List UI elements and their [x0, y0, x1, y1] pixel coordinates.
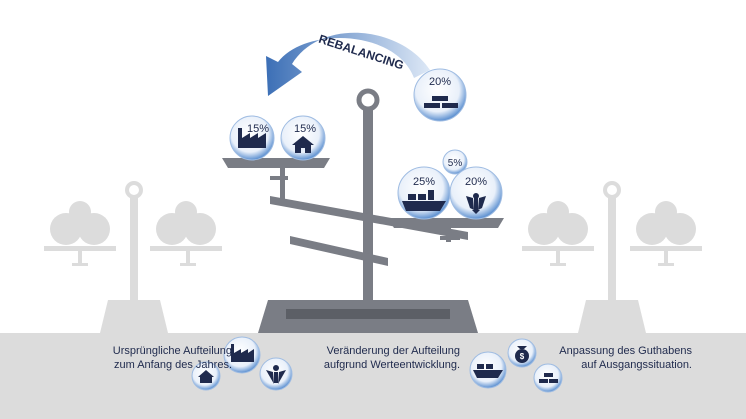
caption-bubble-gold: [533, 363, 563, 393]
right-pan: [388, 218, 504, 228]
svg-text:$: $: [520, 352, 525, 361]
caption-left-line1: Ursprüngliche Aufteilung: [112, 345, 232, 357]
bubble-gold-value: 20%: [429, 76, 451, 88]
rebalancing-arrow: REBALANCING: [266, 32, 430, 96]
scale-pillar: [363, 108, 373, 308]
ground-band: [0, 333, 746, 419]
federal-eagle-icon: [266, 365, 286, 384]
bubble-ship: 25%: [397, 166, 451, 220]
money-bag-icon: $: [515, 346, 529, 363]
ghost-scale-left: [44, 181, 222, 336]
gold-bars-icon: [424, 96, 458, 108]
bubble-eagle-value: 20%: [465, 176, 487, 188]
federal-eagle-icon: [466, 193, 486, 214]
caption-middle-line1: Veränderung der Aufteilung: [326, 345, 460, 357]
caption-right-line2: auf Ausgangssituation.: [581, 359, 692, 371]
cargo-ship-icon: [402, 190, 446, 211]
caption-bubble-house: [191, 361, 221, 391]
caption-bubble-eagle: [259, 357, 293, 391]
bubble-small: 5%: [442, 149, 468, 175]
left-pan: [222, 158, 330, 168]
caption-rebalancing-adjustment: Anpassung des Guthabens auf Ausgangssitu…: [512, 344, 692, 372]
scale-ring: [356, 88, 380, 112]
ghost-scale-right: [522, 181, 702, 336]
bubble-eagle: 20%: [449, 166, 503, 220]
scale-base-slot: [286, 309, 450, 319]
caption-bubble-money: $: [507, 338, 537, 368]
caption-bubble-factory: [223, 336, 261, 374]
house-icon: [292, 136, 314, 153]
bubble-ship-value: 25%: [413, 176, 435, 188]
house-icon: [198, 370, 214, 383]
bubble-small-value: 5%: [448, 158, 463, 169]
main-scale: [222, 88, 504, 333]
scale-beam: [270, 196, 468, 240]
caption-allocation-change: Veränderung der Aufteilung aufgrund Wert…: [290, 344, 460, 372]
factory-icon: [238, 128, 266, 148]
gold-bars-icon: [539, 373, 558, 383]
bubble-factory: 15%: [229, 115, 275, 161]
caption-left-line2: zum Anfang des Jahres.: [113, 359, 232, 371]
bubble-factory-value: 15%: [247, 123, 269, 135]
caption-bubble-ship: [469, 351, 507, 389]
right-hanger: [446, 222, 451, 242]
cargo-ship-icon: [473, 364, 503, 378]
left-hanger: [280, 166, 285, 202]
caption-right-line1: Anpassung des Guthabens: [559, 345, 692, 357]
caption-middle-line2: aufgrund Werteentwicklung.: [323, 359, 460, 371]
caption-original-allocation: Ursprüngliche Aufteilung zum Anfang des …: [52, 344, 232, 372]
bubble-house-value: 15%: [294, 123, 316, 135]
bubble-house: 15%: [280, 115, 326, 161]
bubble-gold: 20%: [413, 68, 467, 122]
scale-strut: [290, 236, 388, 266]
factory-icon: [231, 344, 254, 362]
